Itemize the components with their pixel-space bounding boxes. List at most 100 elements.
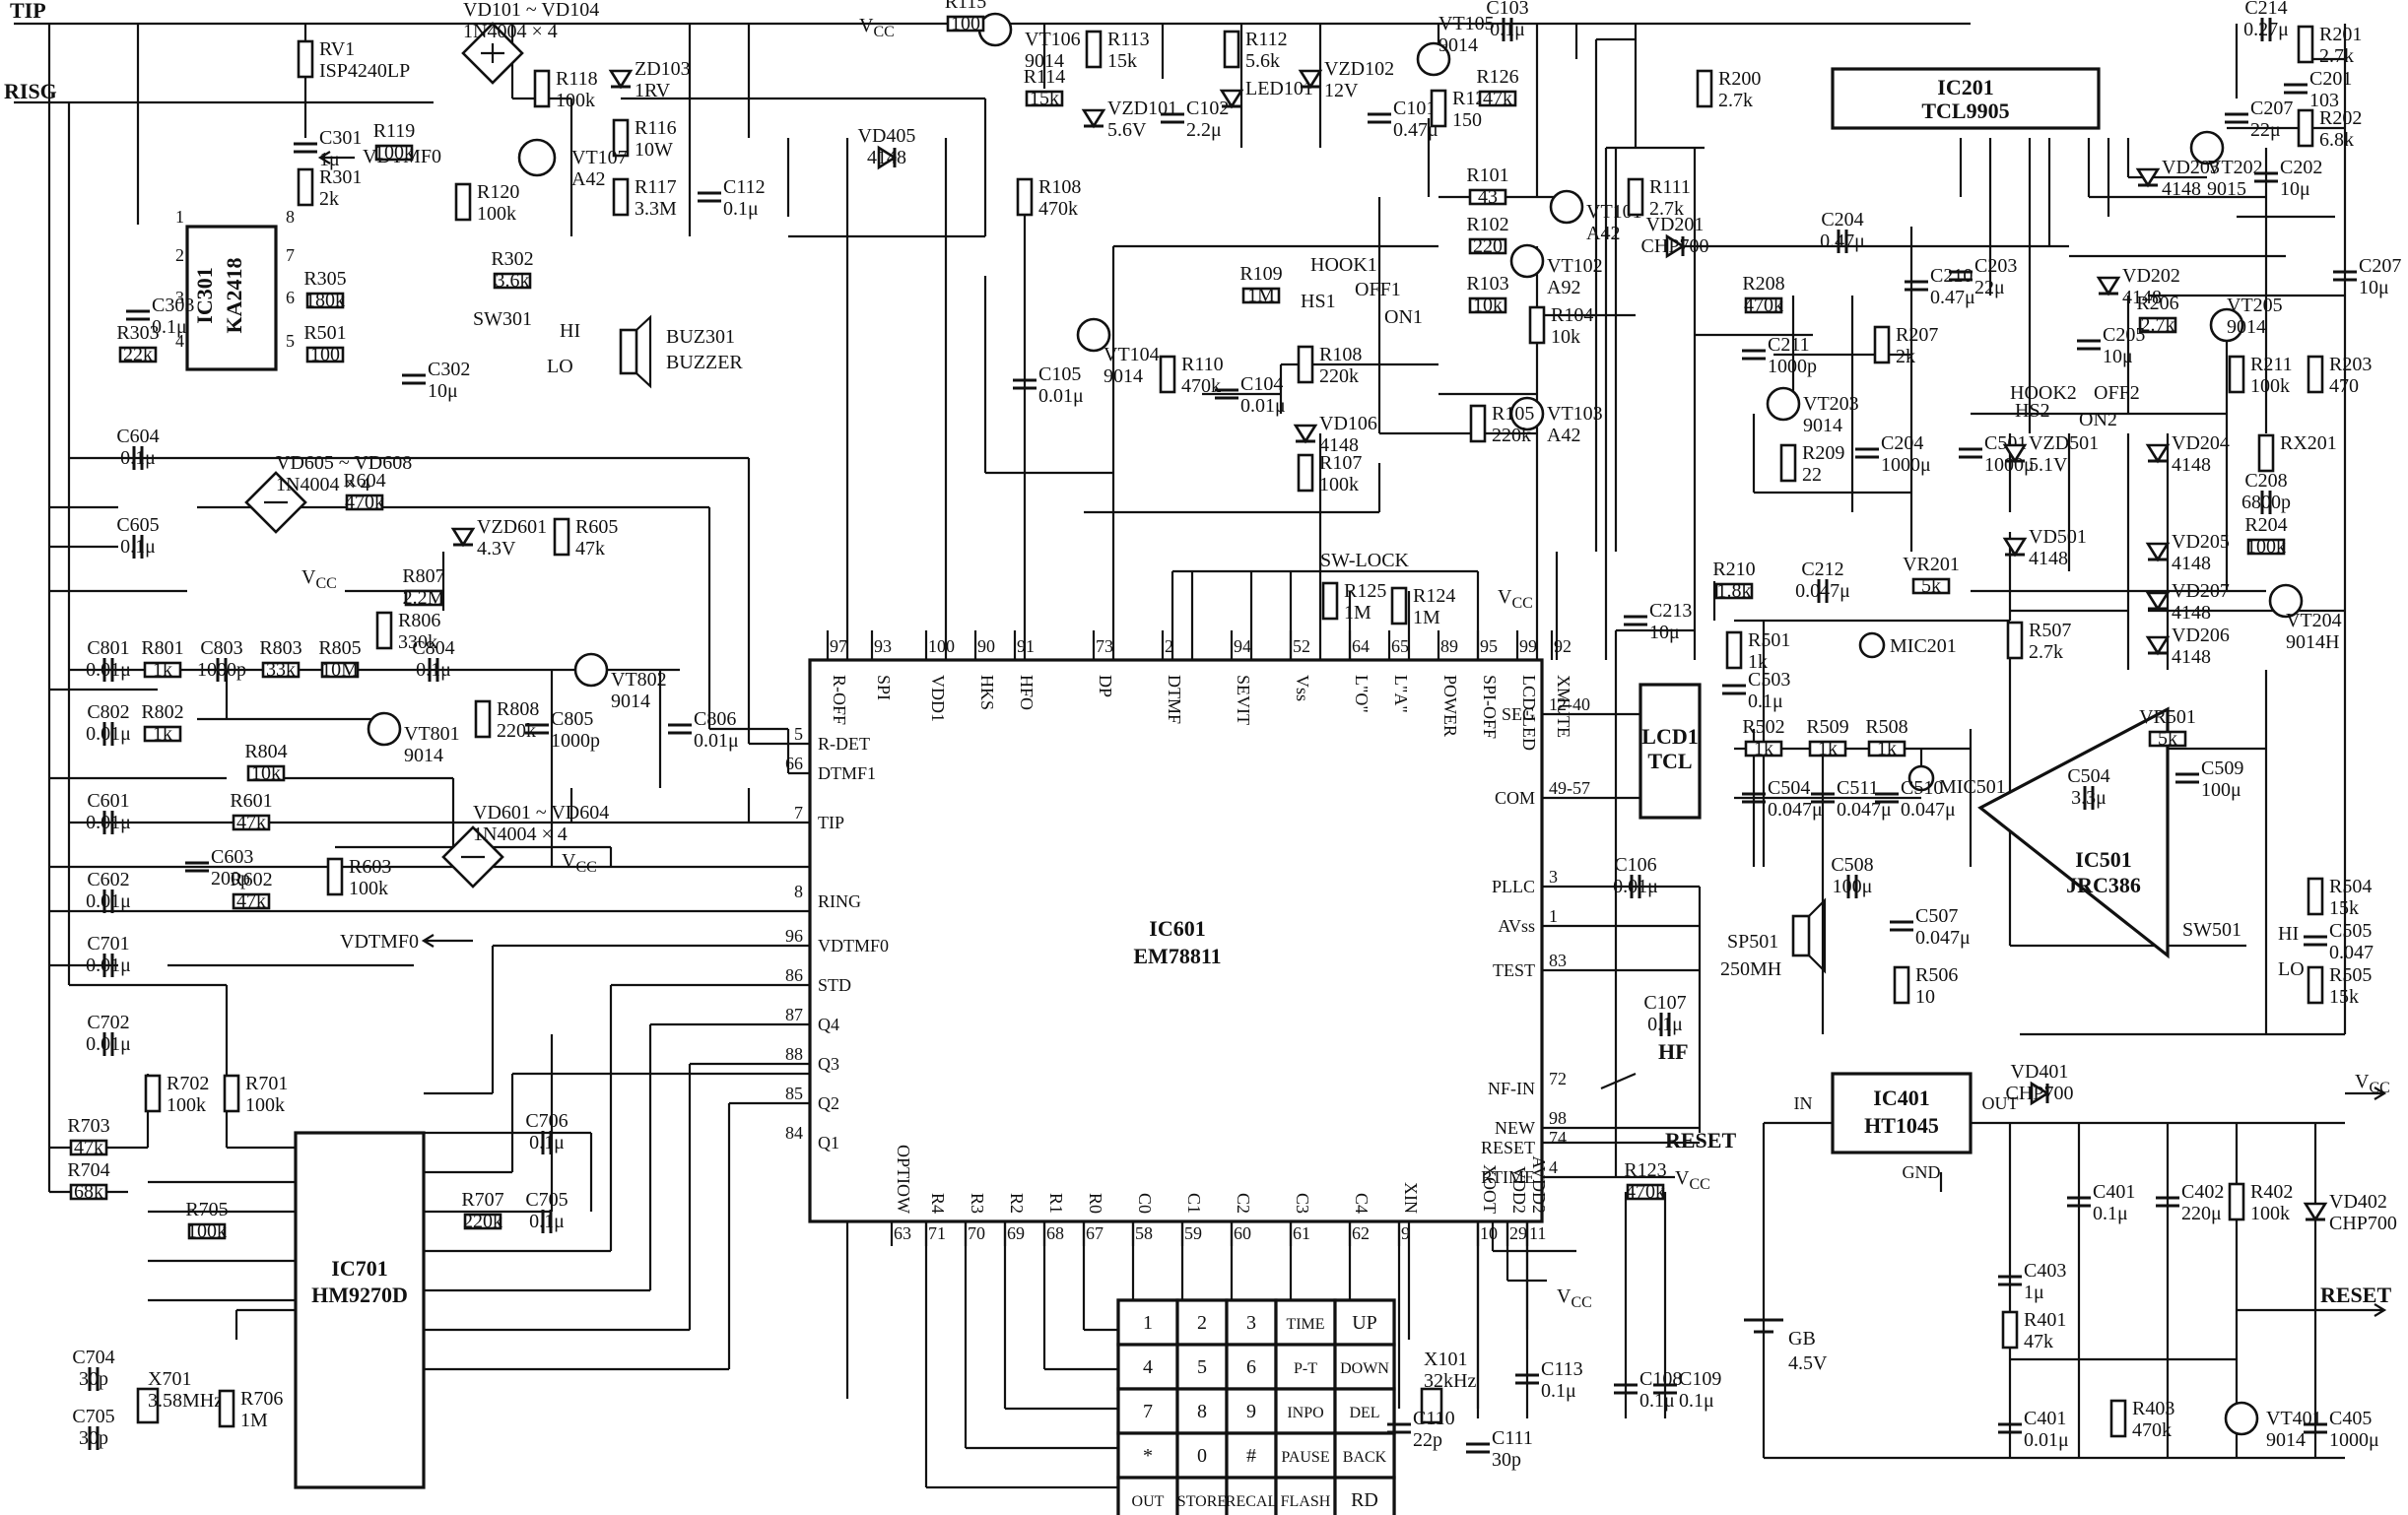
keypad-key[interactable] bbox=[1274, 1343, 1337, 1391]
component-ref: C207 bbox=[2359, 255, 2401, 277]
keypad-key[interactable] bbox=[1225, 1343, 1278, 1391]
component-ref: C201 bbox=[2309, 68, 2352, 90]
component-value: 9014 bbox=[404, 745, 443, 766]
component-value: A42 bbox=[571, 168, 605, 190]
component-value: 9014 bbox=[1025, 50, 1064, 72]
svg-text:VCC: VCC bbox=[1557, 1285, 1592, 1311]
ic601-left-pin-name: Q4 bbox=[818, 1015, 839, 1034]
component-value: 68k bbox=[74, 1181, 103, 1203]
component-value: 47k bbox=[236, 812, 266, 833]
transistor-vt205 bbox=[2209, 307, 2244, 343]
component-ref: VT107 bbox=[571, 147, 628, 168]
component-value: 33k bbox=[266, 659, 296, 681]
component-ref: C510 bbox=[1901, 777, 1943, 799]
keypad-key-label: DOWN bbox=[1340, 1360, 1389, 1377]
keypad-key[interactable] bbox=[1175, 1476, 1229, 1515]
keypad-key-label: TIME bbox=[1286, 1316, 1324, 1333]
sw301-label: SW301 bbox=[473, 308, 532, 330]
component-value: 0.01μ bbox=[86, 812, 131, 833]
component-value: 330k bbox=[398, 631, 437, 653]
component-value: 10μ bbox=[2280, 178, 2310, 200]
component-ref: VZD601 bbox=[477, 516, 547, 538]
component-ref: X701 bbox=[148, 1368, 191, 1390]
component-value: 0.047μ bbox=[1837, 799, 1892, 821]
ic601-right-pin-num: 74 bbox=[1549, 1128, 1567, 1148]
ic601-right-pin-num: 1 bbox=[1549, 906, 1558, 926]
ic401-ref: IC401 bbox=[1873, 1086, 1929, 1110]
component-value: 0.01μ bbox=[86, 1033, 131, 1055]
component-value: 470k bbox=[2132, 1419, 2172, 1441]
ic601-bottom-pin-num: 61 bbox=[1293, 1223, 1310, 1243]
component-value: 0.047μ bbox=[1768, 799, 1823, 821]
ic601-left-pin-num: 5 bbox=[794, 724, 803, 744]
component-value: 3.3μ bbox=[2071, 787, 2107, 809]
component-value: 1M bbox=[1344, 602, 1371, 624]
keypad-key[interactable] bbox=[1225, 1476, 1278, 1515]
buzzer-buz301 bbox=[619, 314, 652, 389]
transistor-vt101 bbox=[1549, 189, 1584, 225]
component-ref: R120 bbox=[477, 181, 519, 203]
component-ref: C601 bbox=[87, 790, 129, 812]
component-ref: C113 bbox=[1541, 1358, 1583, 1380]
ic401-part: HT1045 bbox=[1864, 1113, 1939, 1138]
component-ref: VD601 ~ VD604 bbox=[473, 802, 609, 823]
component-value: 4148 bbox=[867, 147, 906, 168]
on1-label: ON1 bbox=[1384, 306, 1423, 328]
keypad-key[interactable] bbox=[1175, 1343, 1229, 1391]
component-ref: R114 bbox=[1024, 66, 1066, 88]
keypad-key-label: INPO bbox=[1287, 1405, 1323, 1421]
vdtmf0-left-label: VDTMF0 bbox=[340, 931, 419, 953]
mic-mic201 bbox=[1858, 631, 1886, 659]
keypad-key[interactable] bbox=[1116, 1431, 1179, 1480]
keypad-key-label: 0 bbox=[1197, 1445, 1207, 1467]
component-ref: R401 bbox=[2024, 1309, 2066, 1331]
transistor-vt801 bbox=[367, 711, 402, 747]
component-value: 0.047μ bbox=[1795, 580, 1850, 602]
component-value: 1N4004 × 4 bbox=[463, 21, 558, 42]
ic601-right-pin-num: 4 bbox=[1549, 1157, 1558, 1177]
component-value: 470k bbox=[1038, 198, 1078, 220]
keypad-key[interactable] bbox=[1116, 1343, 1179, 1391]
component-ref: R502 bbox=[1742, 716, 1784, 738]
component-ref: VT203 bbox=[1803, 393, 1859, 415]
component-value: 470k bbox=[345, 492, 384, 513]
keypad-key[interactable] bbox=[1225, 1298, 1278, 1347]
component-value: 0.1μ bbox=[529, 1211, 565, 1232]
component-ref: VT802 bbox=[611, 669, 667, 691]
component-value: 0.1μ bbox=[152, 316, 187, 338]
component-value: 150 bbox=[1452, 109, 1482, 131]
keypad-key[interactable] bbox=[1116, 1476, 1179, 1515]
ic201-body bbox=[1831, 67, 2101, 130]
keypad-key[interactable] bbox=[1116, 1387, 1179, 1435]
keypad-key-label: 4 bbox=[1143, 1356, 1153, 1378]
keypad-key[interactable] bbox=[1333, 1431, 1396, 1480]
keypad-key[interactable] bbox=[1333, 1476, 1396, 1515]
component-ref: VD201 bbox=[1646, 214, 1705, 235]
ic401: IC401 HT1045 IN OUT GND bbox=[1794, 1072, 2019, 1182]
component-ref: C508 bbox=[1831, 854, 1873, 876]
component-value: 0.47μ bbox=[1393, 119, 1438, 141]
ic601-right-pin-num: 98 bbox=[1549, 1108, 1567, 1128]
component-ref: VD501 bbox=[2029, 526, 2087, 548]
component-value: 22μ bbox=[2250, 119, 2281, 141]
component-ref: C706 bbox=[525, 1110, 568, 1132]
component-ref: C103 bbox=[1486, 0, 1528, 19]
keypad-key-label: 1 bbox=[1143, 1312, 1153, 1334]
